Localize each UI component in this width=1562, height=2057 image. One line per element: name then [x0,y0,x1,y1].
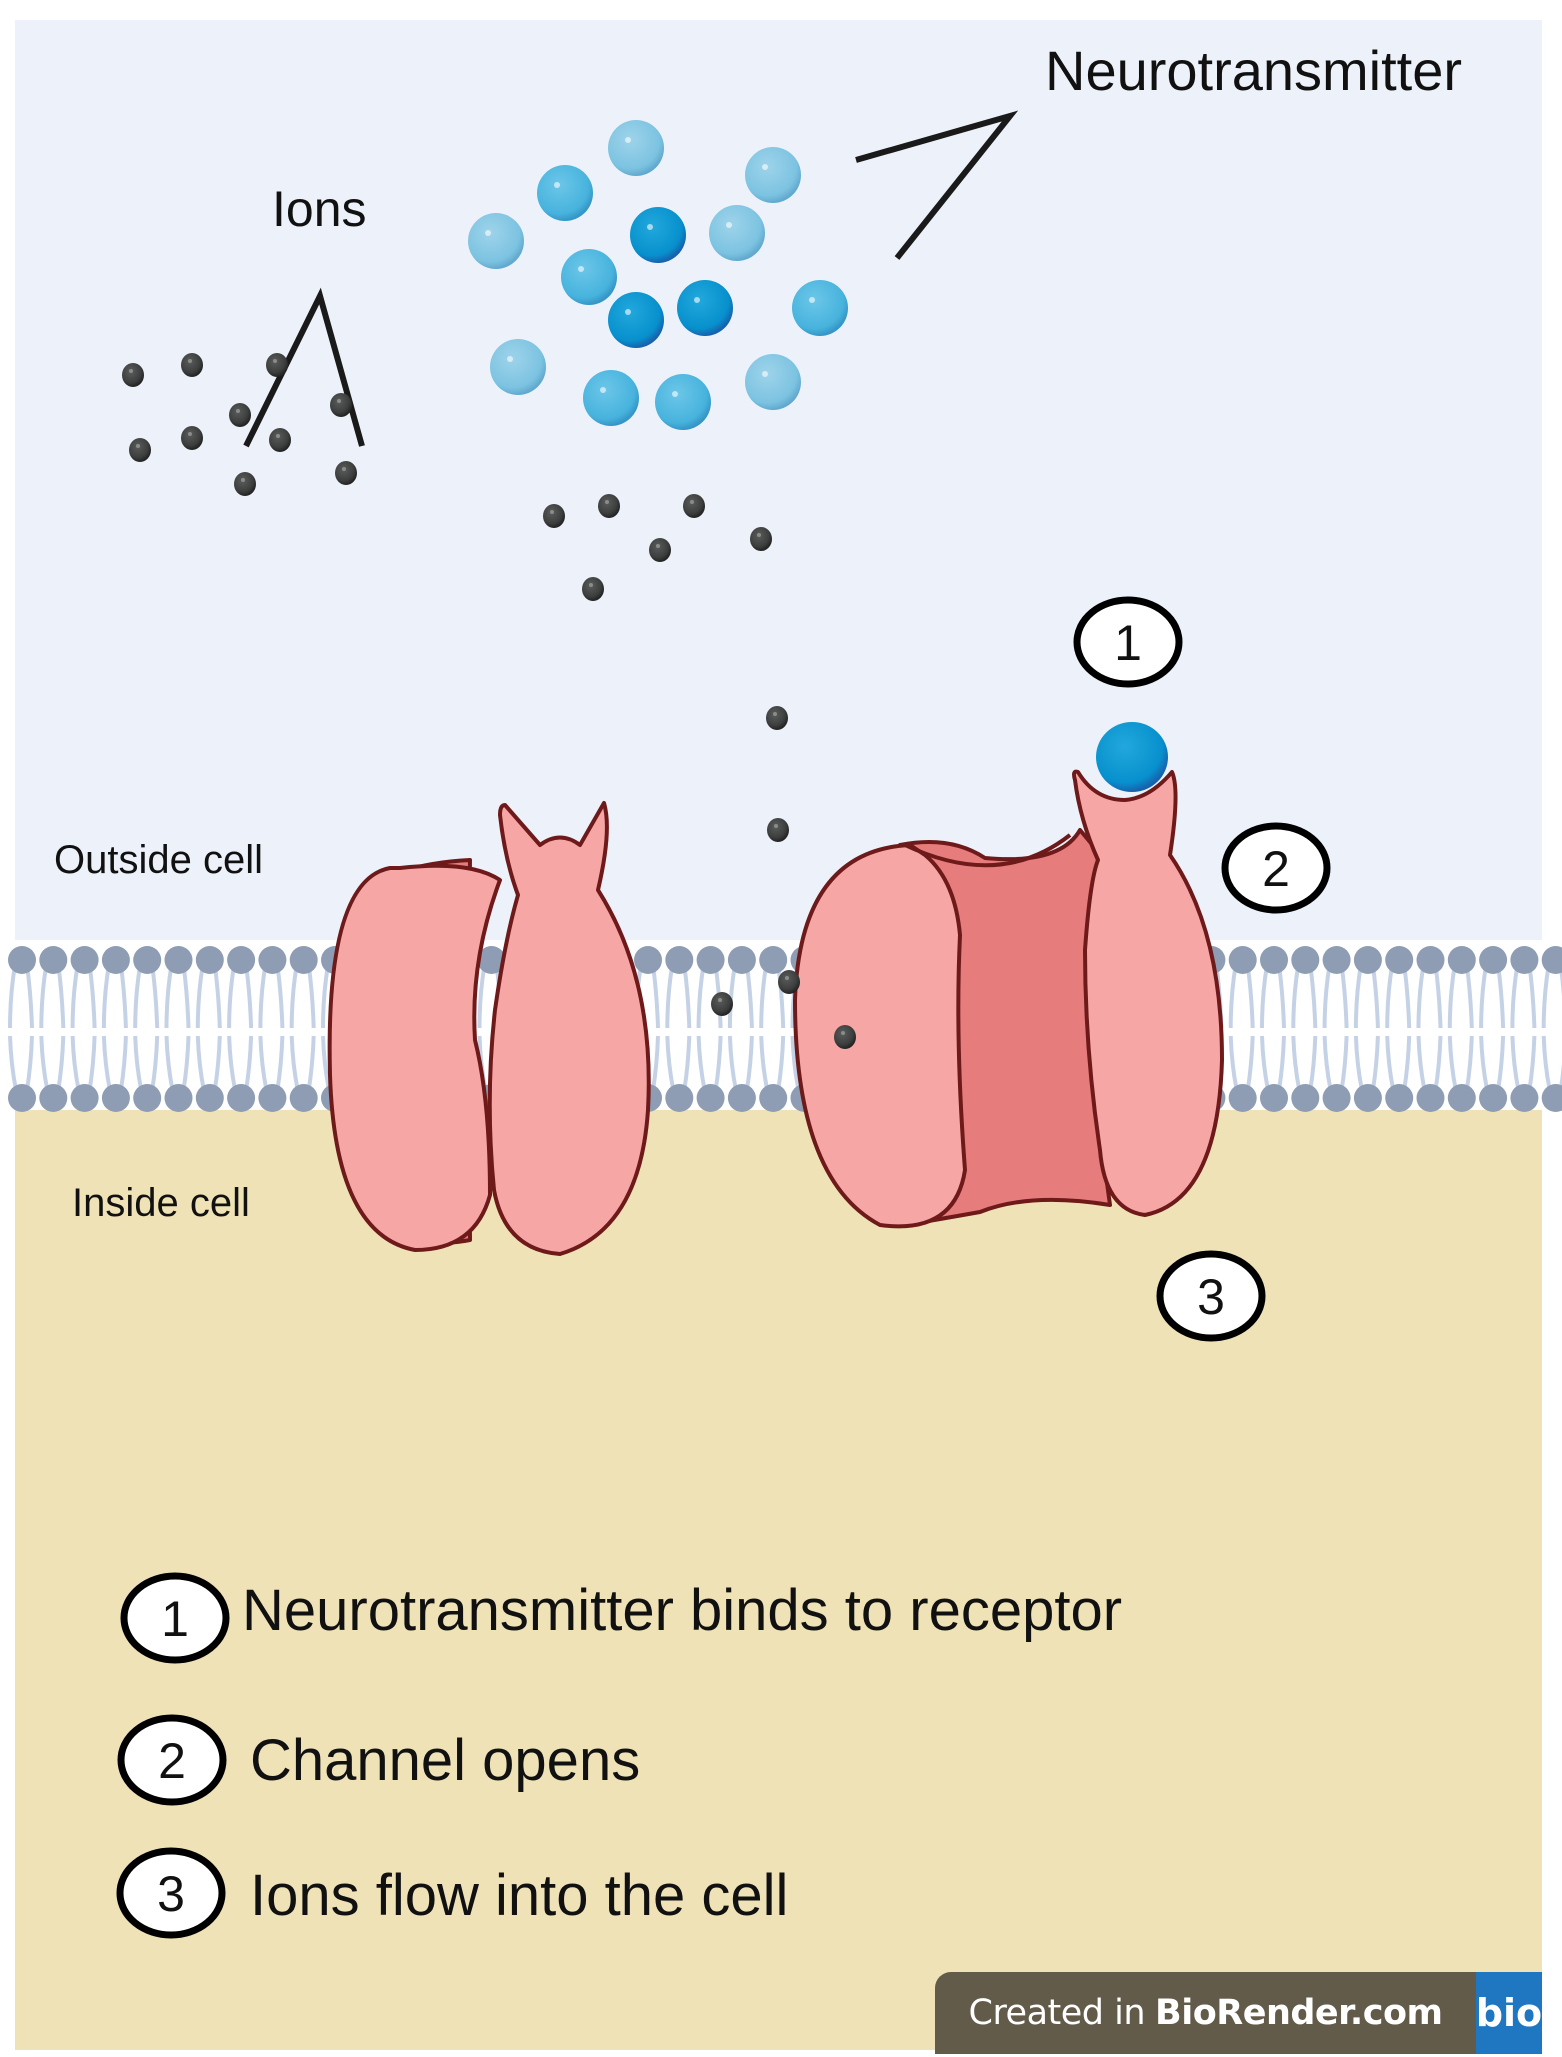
closed-channel-left-subunit [330,866,500,1250]
neurotransmitter-molecule [655,374,711,430]
ion [683,494,705,518]
legend-item-1-number: 1 [161,1591,189,1647]
biorender-logo-icon: bio [1476,1972,1542,2054]
ion [582,577,604,601]
neurotransmitter-molecule [468,213,524,269]
step-marker-2: 2 [1225,826,1327,910]
neurotransmitter-molecule [561,249,617,305]
neurotransmitter-molecule [792,280,848,336]
outside-cell-label: Outside cell [54,838,263,882]
neurotransmitter-molecule [677,280,733,336]
ion [335,461,357,485]
ion [543,504,565,528]
neurotransmitter-molecule [608,292,664,348]
inside-cell-label: Inside cell [72,1181,250,1225]
ion [767,818,789,842]
neurotransmitter-molecule [709,205,765,261]
legend-item-3-number: 3 [157,1866,185,1922]
neurotransmitter-label: Neurotransmitter [1045,39,1462,102]
ion [330,393,352,417]
ion [649,538,671,562]
ion [129,438,151,462]
ion [266,353,288,377]
ion [750,527,772,551]
ion [834,1025,856,1049]
ion [766,706,788,730]
neurotransmitter-molecule [490,339,546,395]
ion [778,970,800,994]
neurotransmitter-molecule [608,120,664,176]
ion [711,992,733,1016]
badge-brand: BioRender.com [1155,1993,1442,2033]
neurotransmitter-molecule [583,370,639,426]
step-marker-2-number: 2 [1262,841,1290,897]
neurotransmitter-molecule [745,147,801,203]
neurotransmitter-molecule [630,207,686,263]
legend-item-2-text: Channel opens [250,1728,640,1793]
ion [234,472,256,496]
neurotransmitter-molecule [745,354,801,410]
ion [269,428,291,452]
ion [181,426,203,450]
ion [181,353,203,377]
legend-item-1-text: Neurotransmitter binds to receptor [242,1578,1122,1643]
ion [229,403,251,427]
legend-item-2: 2 Channel opens [121,1718,640,1802]
badge-prefix: Created in [969,1993,1146,2033]
step-marker-3: 3 [1160,1254,1262,1338]
neurotransmitter-molecule [537,165,593,221]
biorender-badge[interactable]: Created in BioRender.com bio [935,1972,1542,2054]
ion [122,363,144,387]
legend-item-3-text: Ions flow into the cell [250,1863,788,1928]
step-marker-1-number: 1 [1114,615,1142,671]
ion [598,494,620,518]
biorender-badge-text: Created in BioRender.com [935,1972,1476,2054]
ions-label: Ions [272,181,367,237]
step-marker-1: 1 [1077,600,1179,684]
bound-neurotransmitter [1096,722,1168,792]
legend-item-2-number: 2 [158,1733,186,1789]
step-marker-3-number: 3 [1197,1269,1225,1325]
